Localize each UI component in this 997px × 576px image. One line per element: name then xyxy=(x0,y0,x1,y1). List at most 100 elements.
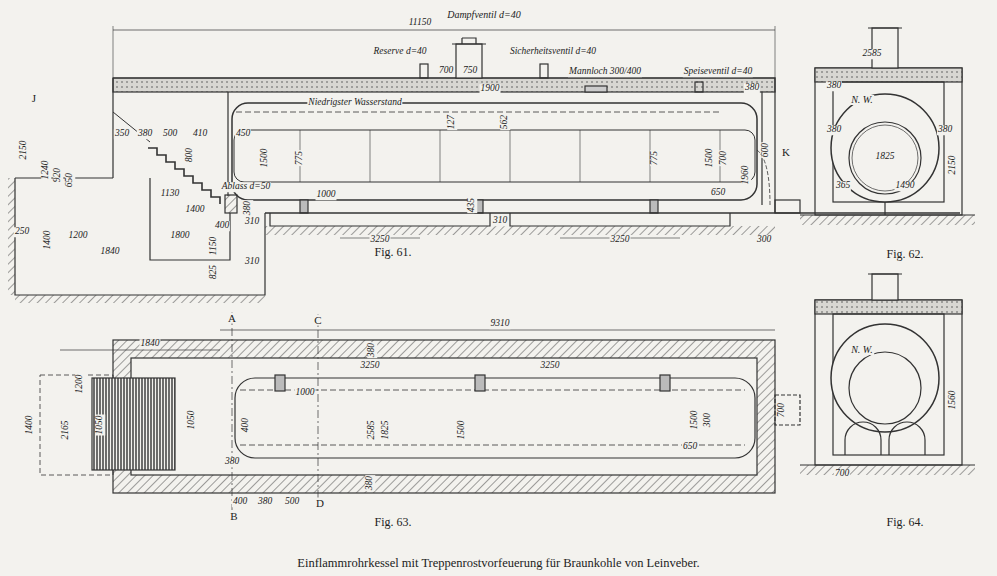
side-view xyxy=(695,82,703,92)
plan-view xyxy=(113,340,775,493)
cross-section xyxy=(872,274,898,300)
dimension-label: 500 xyxy=(162,129,178,139)
cross-section xyxy=(800,214,975,215)
dimension-label: 380 xyxy=(137,129,153,139)
dimension-label: 1500 xyxy=(690,410,700,431)
dimension-label: 500 xyxy=(284,497,300,507)
dimension-label: 2585 xyxy=(367,420,377,441)
dimension-label: 2150 xyxy=(948,155,958,176)
dimension-label: B xyxy=(229,511,238,522)
dimension-label: 775 xyxy=(295,150,305,166)
dimension-label: 1050 xyxy=(187,410,197,431)
dimension-label: Niedrigster Wasserstand xyxy=(307,98,402,108)
plan-view xyxy=(40,312,800,510)
dimension-label: 3250 xyxy=(360,361,381,371)
dimension-label: 400 xyxy=(241,417,251,433)
dimension-label: 1200 xyxy=(68,231,89,241)
dimension-label: N. W. xyxy=(850,95,874,105)
dimension-label: 1825 xyxy=(381,420,391,441)
dimension-label: 1490 xyxy=(895,181,916,191)
dimension-label: 1240 xyxy=(41,160,51,181)
dimension-label: 2165 xyxy=(61,420,71,441)
dimension-label: 435 xyxy=(467,197,477,213)
cross-section xyxy=(868,273,902,274)
dimension-label: 380 xyxy=(365,475,375,491)
cross-section xyxy=(831,94,939,202)
dimension-label: 400 xyxy=(232,497,248,507)
side-view xyxy=(148,148,220,204)
side-view xyxy=(15,178,265,295)
side-view xyxy=(300,200,308,213)
dimension-label: 3250 xyxy=(370,235,391,245)
cross-section xyxy=(815,68,962,215)
dimension-label: 775 xyxy=(650,150,660,166)
dimension-label: 650 xyxy=(65,172,75,188)
figure-caption: Einflammrohrkessel mit Treppenrostvorfeu… xyxy=(0,556,997,571)
dimension-label: Ablass d=50 xyxy=(221,182,271,192)
dimension-label: Reserve d=40 xyxy=(372,47,427,57)
dimension-label: Speiseventil d=40 xyxy=(683,67,753,77)
dimension-label: 380 xyxy=(224,457,240,467)
plan-view xyxy=(775,395,800,425)
dimension-label: 250 xyxy=(14,227,30,237)
side-view xyxy=(775,26,776,78)
dimension-label: 1500 xyxy=(457,420,467,441)
dimension-label: 310 xyxy=(244,217,260,227)
cross-section xyxy=(815,300,962,314)
dimension-label: 1800 xyxy=(170,231,191,241)
dimension-label: 380 xyxy=(243,200,253,216)
cross-section xyxy=(800,465,975,475)
dimension-label: 300 xyxy=(756,235,772,245)
dimension-label: 1400 xyxy=(43,230,53,251)
dimension-label: A xyxy=(227,313,237,324)
side-view xyxy=(456,44,482,78)
dimension-label: 350 xyxy=(114,129,130,139)
dimension-label: 127 xyxy=(447,114,457,130)
dimension-label: 920 xyxy=(53,167,63,183)
dimension-label: 1130 xyxy=(160,189,180,199)
side-view xyxy=(113,26,114,78)
dimension-label: 562 xyxy=(500,114,510,130)
plan-view xyxy=(475,375,485,391)
dimension-label: Dampfventil d=40 xyxy=(446,10,522,20)
dimension-label: 700 xyxy=(719,150,729,166)
dimension-label: 750 xyxy=(462,66,478,76)
dimension-label: 1840 xyxy=(100,247,121,257)
dimension-label: 3250 xyxy=(610,235,631,245)
dimension-label: 410 xyxy=(192,129,208,139)
cross-section xyxy=(800,274,975,475)
dimension-label: 9310 xyxy=(490,319,511,329)
side-view xyxy=(113,78,775,213)
dimension-label: 380 xyxy=(744,83,760,93)
dimension-label: 650 xyxy=(710,188,726,198)
side-view xyxy=(225,195,237,213)
dimension-label: 600 xyxy=(761,142,771,158)
cross-section xyxy=(845,422,925,455)
side-view xyxy=(234,130,755,182)
figure-number: Fig. 62. xyxy=(885,248,924,260)
dimension-label: 1960 xyxy=(741,165,751,186)
dimension-label: N. W. xyxy=(850,345,874,355)
figure-number: Fig. 61. xyxy=(373,246,412,258)
dimension-label: Sicherheitsventil d=40 xyxy=(509,47,597,57)
cross-section xyxy=(849,122,921,194)
dimension-label: 1500 xyxy=(260,148,270,169)
side-view xyxy=(113,30,775,31)
dimension-label: K xyxy=(781,147,791,158)
dimension-label: 1000 xyxy=(316,190,337,200)
cross-section xyxy=(815,68,962,82)
side-view xyxy=(650,200,658,213)
cross-section xyxy=(800,464,975,465)
dimension-label: 310 xyxy=(492,216,508,226)
side-view xyxy=(420,64,428,78)
side-view xyxy=(232,103,757,200)
dimension-label: 700 xyxy=(438,66,454,76)
dimension-label: 1500 xyxy=(705,148,715,169)
dimension-label: 1200 xyxy=(75,374,85,395)
side-view xyxy=(300,130,720,182)
dimension-label: 11150 xyxy=(408,18,432,28)
dimension-label: 450 xyxy=(235,129,251,139)
side-view xyxy=(113,78,775,92)
dimension-label: 3250 xyxy=(540,361,561,371)
plan-view xyxy=(232,312,318,510)
